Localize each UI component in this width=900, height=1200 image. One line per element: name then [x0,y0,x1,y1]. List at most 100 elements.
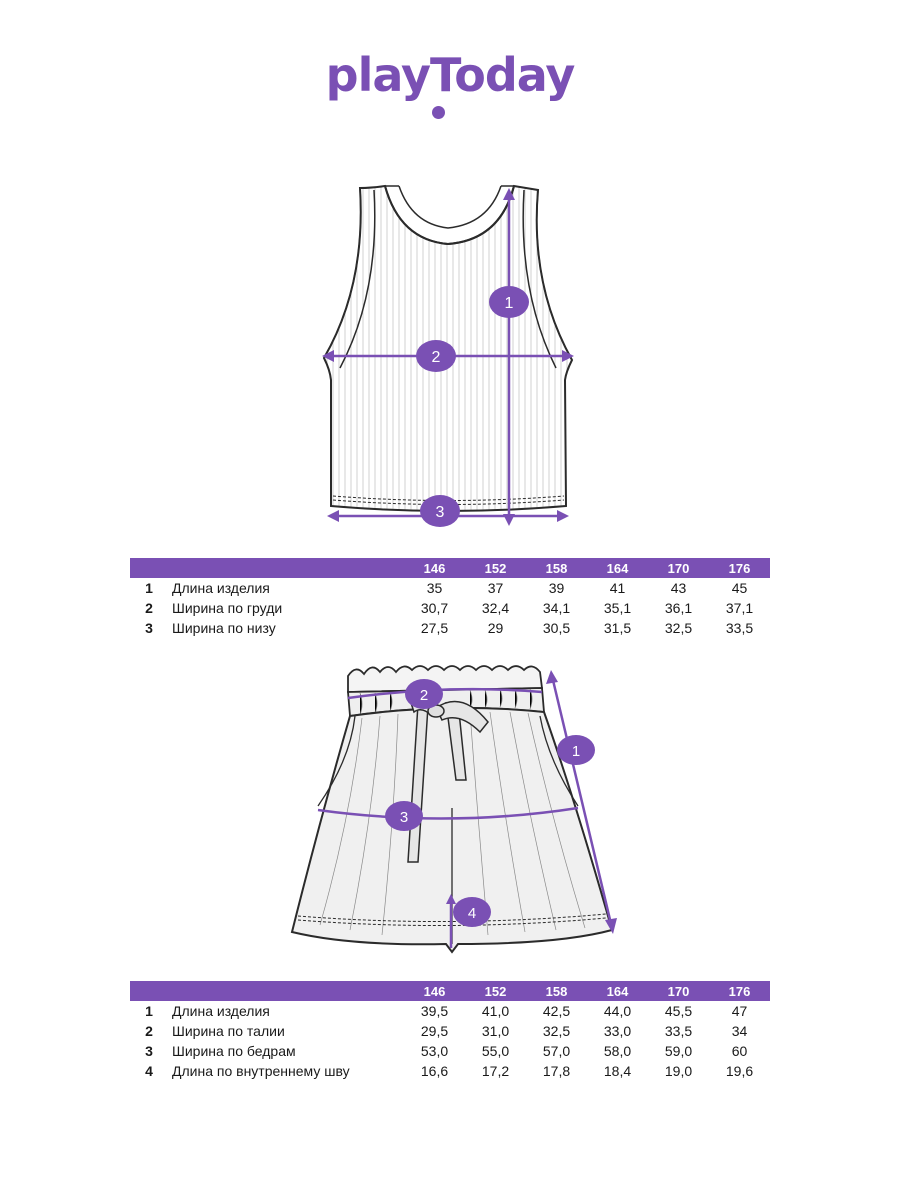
measurement-value: 43 [670,580,687,596]
measurement-value: 45,5 [664,1003,693,1019]
measurement-value: 41 [609,580,626,596]
shorts-sketch: 1 2 3 4 [290,665,617,954]
bottom-marker-4: 4 [453,897,491,927]
measurement-value: 19,0 [664,1063,693,1079]
measurement-value: 32,4 [481,600,510,616]
measurement-value: 33,0 [603,1023,632,1039]
shorts-size-header-row: 146 152 158 164 170 176 [130,981,770,1001]
brand-logo-dot [432,106,445,119]
brand-logo: playToday [0,48,900,102]
table-row: 1 Длина изделия 39,5 41,0 42,5 44,0 45,5… [130,1001,770,1021]
row-number: 2 [145,1023,153,1039]
measurement-value: 37 [487,580,504,596]
measurement-value: 44,0 [603,1003,632,1019]
measurement-value: 34 [731,1023,748,1039]
measurement-value: 32,5 [542,1023,571,1039]
measurement-value: 18,4 [603,1063,632,1079]
brand-logo-text: playToday [325,48,576,102]
size-header: 152 [465,981,526,1001]
header-blank [168,558,404,578]
size-header: 170 [648,558,709,578]
measurement-value: 58,0 [603,1043,632,1059]
measurement-value: 55,0 [481,1043,510,1059]
svg-text:3: 3 [436,504,445,521]
tank-top-sketch: 1 2 3 [322,184,574,527]
measurement-value: 17,2 [481,1063,510,1079]
size-header: 164 [587,558,648,578]
size-header: 176 [709,981,770,1001]
measurement-name: Длина изделия [172,1003,270,1019]
size-header: 158 [526,558,587,578]
measurement-name: Длина по внутреннему шву [172,1063,350,1079]
measurement-value: 31,5 [603,620,632,636]
measurement-value: 39,5 [420,1003,449,1019]
measurement-value: 45 [731,580,748,596]
row-number: 3 [145,1043,153,1059]
measurement-value: 37,1 [725,600,754,616]
bottom-marker-3: 3 [385,801,423,831]
size-header: 146 [404,558,465,578]
bottom-marker-2: 2 [405,679,443,709]
measurement-value: 36,1 [664,600,693,616]
measurement-name: Ширина по низу [172,620,276,636]
shorts-size-table: 146 152 158 164 170 176 1 Длина изделия … [130,981,770,1081]
size-header: 164 [587,981,648,1001]
measurement-value: 30,5 [542,620,571,636]
measurement-name: Ширина по талии [172,1023,285,1039]
measurement-value: 47 [731,1003,748,1019]
measurement-value: 35 [426,580,443,596]
svg-text:3: 3 [400,809,408,826]
measurement-value: 53,0 [420,1043,449,1059]
size-header: 146 [404,981,465,1001]
size-header: 158 [526,981,587,1001]
table-row: 4 Длина по внутреннему шву 16,6 17,2 17,… [130,1061,770,1081]
size-header: 176 [709,558,770,578]
measurement-value: 17,8 [542,1063,571,1079]
measurement-value: 57,0 [542,1043,571,1059]
top-marker-1: 1 [489,286,529,318]
measurement-value: 32,5 [664,620,693,636]
table-row: 2 Ширина по талии 29,5 31,0 32,5 33,0 33… [130,1021,770,1041]
row-number: 3 [145,620,153,636]
svg-text:2: 2 [432,349,441,366]
size-header: 170 [648,981,709,1001]
table-row: 3 Ширина по низу 27,5 29 30,5 31,5 32,5 … [130,618,770,638]
measurement-value: 33,5 [725,620,754,636]
bottom-marker-1: 1 [557,735,595,765]
measurement-name: Ширина по бедрам [172,1043,296,1059]
measurement-name: Ширина по груди [172,600,283,616]
measurement-value: 41,0 [481,1003,510,1019]
row-number: 4 [145,1063,153,1079]
svg-text:2: 2 [420,687,428,704]
table-row: 2 Ширина по груди 30,7 32,4 34,1 35,1 36… [130,598,770,618]
top-marker-2: 2 [416,340,456,372]
row-number: 2 [145,600,153,616]
measurement-value: 16,6 [420,1063,449,1079]
measurement-value: 29 [487,620,504,636]
measurement-value: 34,1 [542,600,571,616]
measurement-value: 29,5 [420,1023,449,1039]
measurement-value: 60 [731,1043,748,1059]
top-marker-3: 3 [420,495,460,527]
measurement-value: 31,0 [481,1023,510,1039]
header-blank [130,981,168,1001]
header-blank [130,558,168,578]
table-row: 1 Длина изделия 35 37 39 41 43 45 [130,578,770,598]
size-header: 152 [465,558,526,578]
table-row: 3 Ширина по бедрам 53,0 55,0 57,0 58,0 5… [130,1041,770,1061]
measurement-value: 35,1 [603,600,632,616]
svg-text:1: 1 [572,743,580,760]
measurement-value: 39 [548,580,565,596]
measurement-value: 30,7 [420,600,449,616]
svg-text:1: 1 [505,295,514,312]
measurement-value: 27,5 [420,620,449,636]
top-size-table: 146 152 158 164 170 176 1 Длина изделия … [130,558,770,638]
header-blank [168,981,404,1001]
row-number: 1 [145,580,153,596]
measurement-value: 19,6 [725,1063,754,1079]
measurement-name: Длина изделия [172,580,270,596]
measurement-value: 42,5 [542,1003,571,1019]
measurement-value: 33,5 [664,1023,693,1039]
top-size-header-row: 146 152 158 164 170 176 [130,558,770,578]
svg-text:4: 4 [468,905,476,922]
